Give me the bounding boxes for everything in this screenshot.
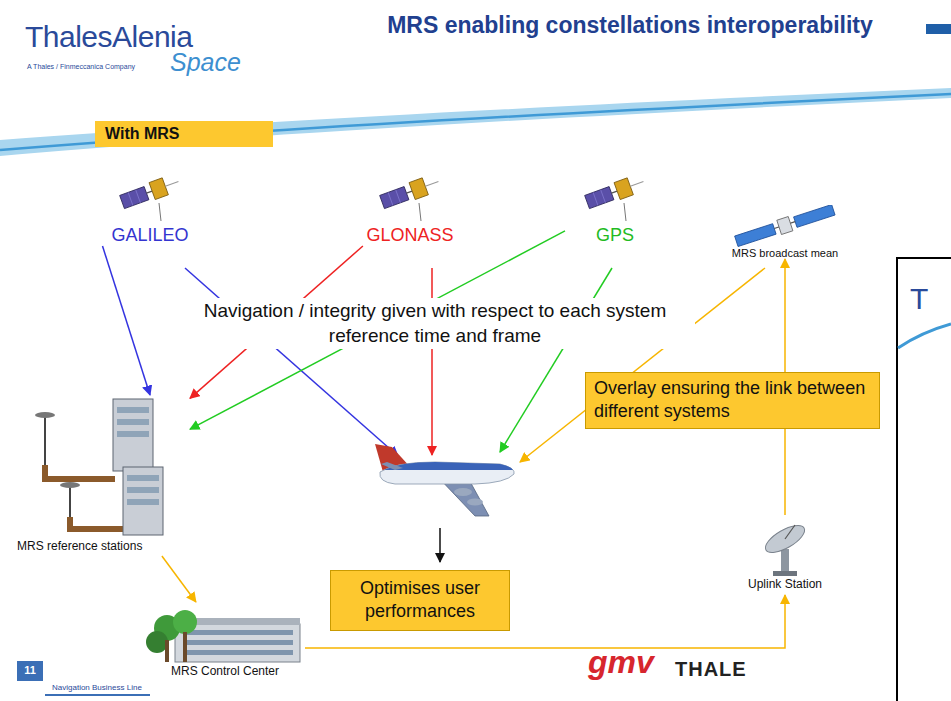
header-swoosh-line (0, 94, 951, 150)
uplink-station: Uplink Station (730, 515, 840, 595)
callout-box: Overlay ensuring the link between differ… (585, 372, 880, 429)
footer-text: Navigation Business Line (52, 683, 142, 692)
control-center: MRS Control Center (145, 602, 305, 681)
logo-text: Space (170, 48, 241, 77)
node-text: With MRS (105, 125, 263, 143)
logo-tagline: A Thales / Finmeccanica Company (27, 63, 135, 70)
footer-rule (45, 694, 150, 696)
partner-logo: THALE (675, 658, 747, 681)
node-text: MRS reference stations (15, 537, 190, 556)
corner-bar (926, 24, 951, 34)
reference-stations-icon (15, 395, 190, 537)
logo-text: ThalesAlenia (25, 20, 192, 54)
next-slide-swoosh (898, 324, 951, 348)
satellite: GALILEO (100, 163, 200, 246)
node-text: Optimises user performances (339, 577, 501, 624)
signal-line (431, 268, 433, 455)
slide-title: MRS enabling constellations interoperabi… (370, 12, 890, 40)
satellite-icon (565, 163, 665, 225)
satellite-icon (355, 163, 465, 225)
next-slide-panel (897, 258, 951, 701)
broadcast-satellite: MRS broadcast mean (720, 205, 850, 259)
connector (162, 556, 196, 602)
node-text: MRS Control Center (145, 664, 305, 678)
node-text: MRS broadcast mean (720, 247, 850, 259)
aircraft (375, 444, 514, 516)
uplink-station-icon (730, 515, 840, 577)
result-box: Optimises user performances (330, 570, 510, 631)
reference-stations: MRS reference stations (15, 395, 190, 556)
node-text: Uplink Station (730, 577, 840, 591)
node-text: GLONASS (355, 225, 465, 246)
signal-line (185, 268, 398, 456)
logo-text: T (910, 282, 928, 316)
satellite-icon (100, 163, 200, 225)
connector (103, 246, 151, 395)
page-number: 11 (17, 664, 43, 676)
node-text: Overlay ensuring the link between differ… (594, 377, 871, 424)
node-text: GALILEO (100, 225, 200, 246)
header-swoosh (0, 88, 951, 156)
tag-box: With MRS (95, 121, 273, 147)
partner-logo: gmv (588, 644, 654, 681)
page-number-badge (17, 661, 43, 681)
satellite: GPS (565, 163, 665, 246)
control-center-icon (145, 602, 305, 664)
node-text: GPS (565, 225, 665, 246)
satellite: GLONASS (355, 163, 465, 246)
broadcast-satellite-icon (720, 205, 850, 247)
central-note: Navigation / integrity given with respec… (175, 298, 695, 349)
result-arrow (439, 528, 441, 562)
